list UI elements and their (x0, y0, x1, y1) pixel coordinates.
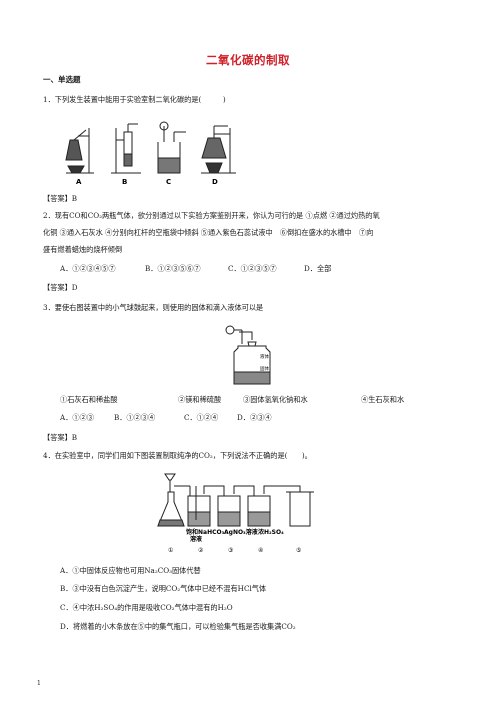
q4-option-b: B．③中没有白色沉淀产生，说明CO₂气体中已经不混有HCl气体 (60, 584, 267, 593)
q3-answer: 【答案】B (43, 433, 78, 442)
q4-fig-label-2: ② (198, 547, 204, 554)
q3-option-d: D．②③④ (237, 413, 272, 422)
q1-apparatus-figure: A B C D (65, 121, 236, 186)
q4-fig-label-5: ⑤ (296, 547, 301, 554)
q4-stem: 4．在实验室中，同学们用如下图装置制取纯净的CO₂，下列说法不正确的是( )。 (43, 451, 312, 460)
q3-stem: 3．要使右图装置中的小气球鼓起来，则使用的固体和滴入液体可以是 (43, 303, 264, 312)
q2-line1: 2．现有CO和CO₂两瓶气体，欲分别通过以下实验方案鉴别开来，你认为可行的是 ①… (43, 211, 380, 220)
q1-fig-label-d: D (212, 178, 218, 186)
q1-fig-label-c: C (166, 178, 171, 186)
q2-answer: 【答案】D (43, 283, 78, 292)
q4-option-d: D．将燃着的小木条放在⑤中的集气瓶口，可以检验集气瓶是否收集满CO₂ (60, 622, 296, 631)
q3-option-c: C．①②④ (184, 413, 219, 422)
q3-balloon-figure: 液体 固体 (225, 325, 271, 385)
q3-choice-4: ④生石灰和水 (361, 395, 405, 404)
q2-option-b: B．①②③⑤⑥⑦ (145, 264, 201, 273)
q4-fig-label-solution: 溶液 (190, 535, 203, 543)
q3-option-b: B．①②③④ (114, 413, 156, 422)
q1-stem: 1．下列发生装置中能用于实验室制二氧化碳的是( ) (43, 95, 226, 104)
q1-fig-label-a: A (76, 178, 82, 186)
q4-fig-label-agno3: AgNO₃溶液 (224, 528, 259, 536)
q4-fig-label-nahco3: 饱和NaHCO₃ (186, 528, 225, 536)
q3-fig-label-solid: 固体 (260, 365, 269, 372)
q4-option-c: C．④中浓H₂SO₄的作用是吸收CO₂气体中混有的H₂O (60, 603, 233, 612)
q4-fig-label-3: ③ (228, 547, 233, 554)
q1-answer: 【答案】B (43, 194, 78, 203)
q4-option-a: A．①中固体反应物也可用Na₂CO₃固体代替 (60, 566, 201, 575)
q2-option-a: A．①②③④⑤⑦ (60, 264, 116, 273)
q3-fig-label-liquid: 液体 (260, 353, 269, 360)
q4-fig-label-h2so4: 浓H₂SO₄ (258, 528, 284, 536)
q4-fig-label-4: ④ (258, 547, 263, 554)
q2-line2: 化铜 ③通入石灰水 ④分别向杠杆的空瓶袋中倾斜 ⑤通入紫色石蕊试液中 ⑥倒扣在盛… (43, 228, 374, 237)
q3-choice-1: ①石灰石和稀盐酸 (60, 395, 118, 404)
q4-purification-figure: 饱和NaHCO₃ 溶液 AgNO₃溶液 浓H₂SO₄ ① ② ③ ④ ⑤ (157, 473, 314, 554)
section-heading: 一、单选题 (43, 75, 81, 84)
page-number: 1 (37, 680, 41, 687)
q3-option-a: A．①②③ (60, 413, 94, 422)
q3-choice-3: ③固体氢氧化钠和水 (243, 395, 308, 404)
q4-fig-label-1: ① (168, 547, 173, 554)
page-title: 二氧化碳的制取 (206, 53, 290, 67)
q2-option-d: D．全部 (304, 264, 332, 273)
q1-fig-label-b: B (122, 178, 127, 186)
q2-option-c: C．①②③⑤⑦ (228, 264, 277, 273)
q3-choice-2: ②镁和稀硫酸 (178, 395, 222, 404)
q2-line3: 盛有燃着蜡烛的烧杯倾倒 (43, 245, 123, 254)
